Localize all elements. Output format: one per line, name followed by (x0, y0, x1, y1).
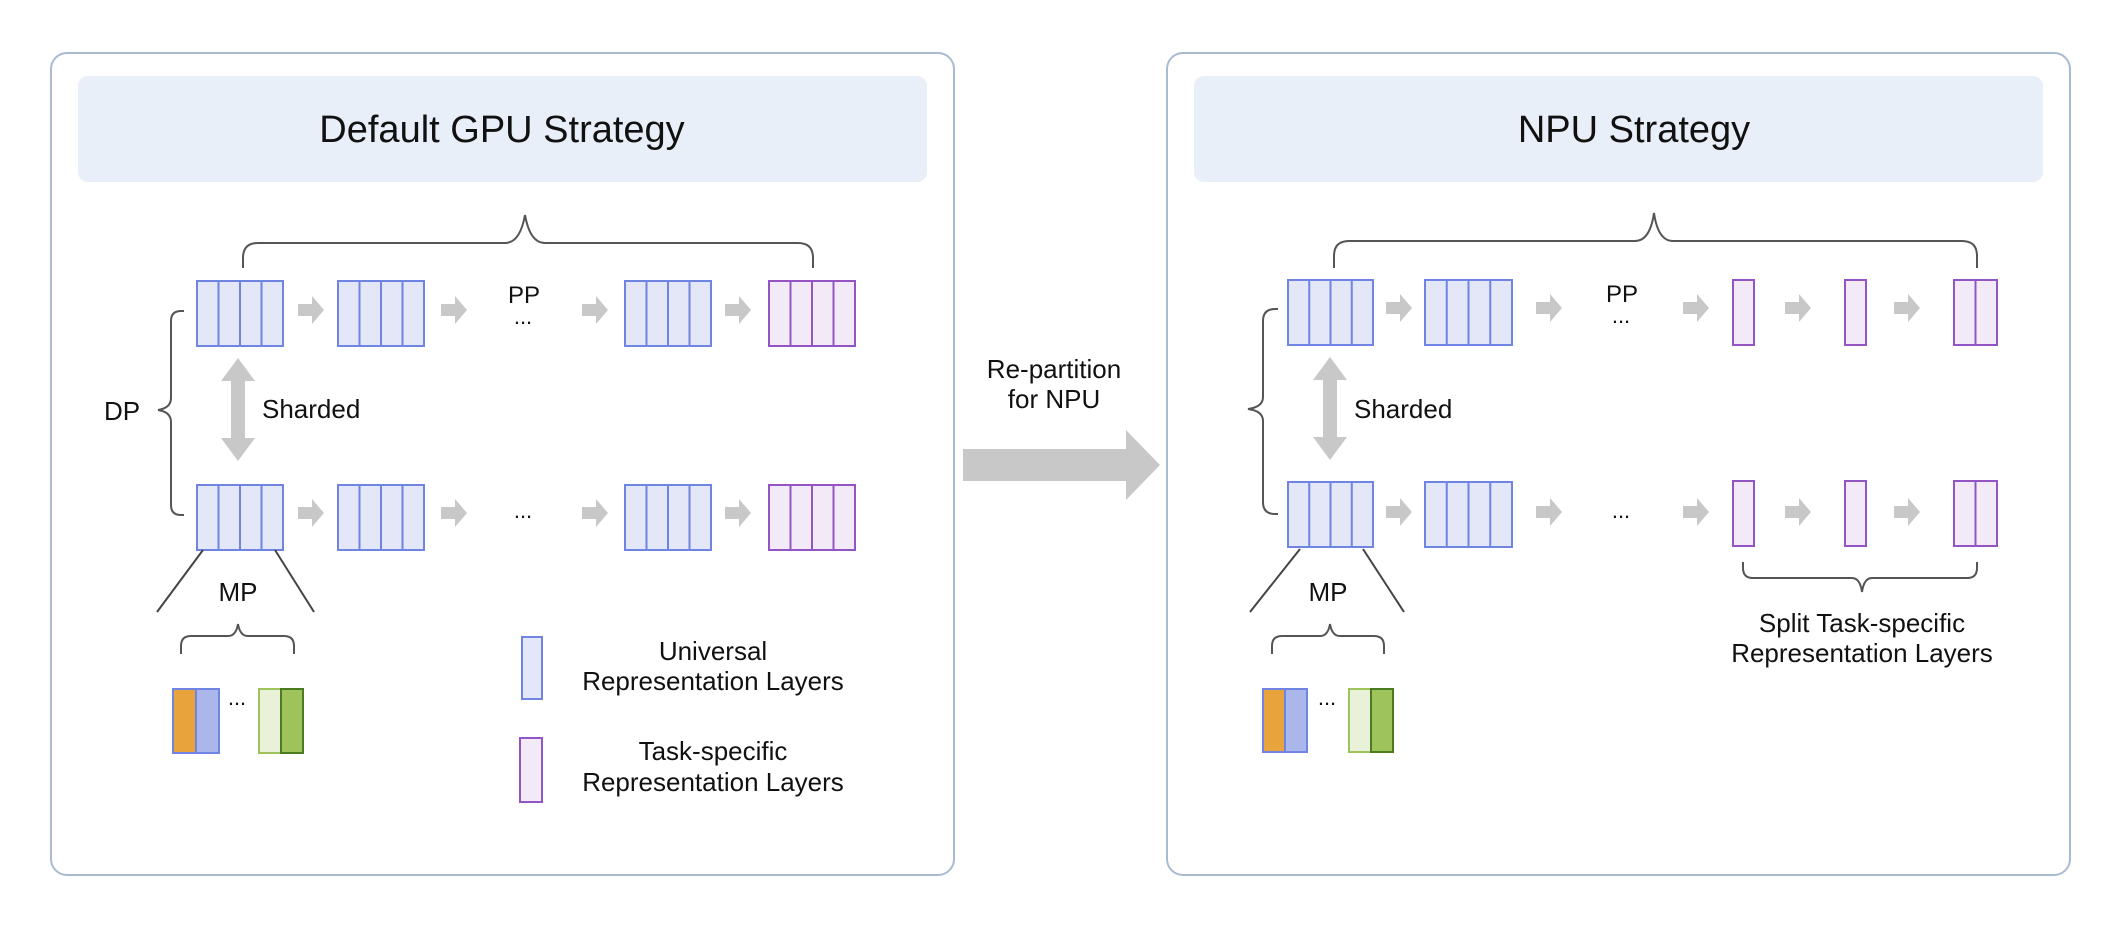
gpu-row2-task-block (768, 484, 856, 551)
npu-row2-task-split-3 (1953, 480, 1998, 547)
gpu-pp-label: PP (508, 282, 540, 309)
npu-dp-brace (1247, 308, 1278, 515)
gpu-strategy-panel: Default GPU Strategy PP ... (50, 52, 955, 876)
npu-mp-shard-green (1370, 688, 1394, 753)
npu-mp-shards: ... (1262, 685, 1394, 753)
gpu-sharded-label: Sharded (262, 394, 360, 424)
mp-shard-green (280, 688, 304, 754)
npu-row1-arrow-5 (1894, 294, 1920, 322)
npu-pp-ellipsis: ... (1612, 303, 1630, 328)
repartition-transition: Re-partition for NPU (963, 354, 1160, 500)
repartition-line1: Re-partition (987, 354, 1121, 384)
gpu-row1-block-2 (337, 280, 425, 347)
gpu-mp-ellipsis: ... (228, 685, 246, 710)
mp-shard-lightgreen (258, 688, 282, 754)
npu-row1-task-split-1 (1732, 279, 1755, 346)
npu-row1-arrow-1 (1386, 294, 1412, 322)
npu-row1-arrow-2 (1536, 294, 1562, 322)
npu-row2-arrow-4 (1785, 498, 1811, 526)
npu-row1-task-split-2 (1844, 279, 1867, 346)
gpu-row1-arrow-3 (582, 296, 608, 324)
npu-row2-arrow-5 (1894, 498, 1920, 526)
gpu-sharded-arrow (221, 358, 255, 461)
npu-row2-task-split-1 (1732, 480, 1755, 547)
npu-sharded-label: Sharded (1354, 394, 1452, 424)
npu-row2-arrow-1 (1386, 498, 1412, 526)
gpu-row2-block-2 (337, 484, 425, 551)
split-label-line1: Split Task-specific (1759, 608, 1965, 638)
gpu-panel-title: Default GPU Strategy (319, 109, 684, 151)
repartition-arrow (963, 430, 1160, 500)
gpu-mp-line-right (274, 549, 315, 613)
npu-row2-arrow-2 (1536, 498, 1562, 526)
npu-mp-label: MP (1309, 577, 1348, 607)
repartition-line2: for NPU (1008, 384, 1100, 414)
npu-mp-line-right (1362, 548, 1405, 613)
npu-row2-task-split-2 (1844, 480, 1867, 547)
gpu-row1-task-block (768, 280, 856, 347)
gpu-row2-block-3 (624, 484, 712, 551)
npu-mp-line-left (1249, 548, 1301, 613)
legend-task-swatch (519, 737, 543, 803)
legend: Universal Representation Layers Task-spe… (519, 636, 844, 803)
legend-universal-swatch (521, 636, 543, 700)
pp-brace-right (1333, 212, 1978, 268)
gpu-row1-arrow-4 (725, 296, 751, 324)
gpu-mp-brace (180, 623, 295, 654)
npu-row2-arrow-3 (1683, 498, 1709, 526)
mp-shard-blue (195, 688, 220, 754)
npu-mp-ellipsis: ... (1318, 685, 1336, 710)
gpu-mp-line-left (156, 549, 204, 613)
npu-row1-task-split-3 (1953, 279, 1998, 346)
legend-task-line1: Task-specific (639, 736, 788, 766)
gpu-row1-arrow-2 (441, 296, 467, 324)
gpu-row2-ellipsis: ... (514, 498, 532, 523)
npu-row1-arrow-4 (1785, 294, 1811, 322)
gpu-row2-arrow-1 (298, 499, 324, 527)
npu-sharded-arrow (1313, 357, 1347, 460)
split-label-line2: Representation Layers (1731, 638, 1993, 668)
gpu-row1-block-3 (624, 280, 712, 347)
npu-strategy-panel: NPU Strategy PP ... (1166, 52, 2071, 876)
npu-mp-brace (1271, 623, 1385, 654)
pp-brace-left (242, 214, 814, 268)
npu-row2-block-2 (1424, 481, 1513, 548)
npu-row1-block-1 (1287, 279, 1374, 346)
gpu-pp-ellipsis: ... (514, 304, 532, 329)
mp-shard-orange (172, 688, 197, 754)
npu-pp-label: PP (1606, 281, 1638, 308)
gpu-mp-shards: ... (172, 685, 304, 754)
gpu-mp-label: MP (219, 577, 258, 607)
dp-label: DP (104, 396, 140, 426)
npu-mp-shard-orange (1262, 688, 1286, 753)
legend-universal-line1: Universal (659, 636, 767, 666)
legend-universal-line2: Representation Layers (582, 666, 844, 696)
npu-title-box (1194, 76, 2043, 182)
gpu-title-box (78, 76, 927, 182)
npu-mp-shard-blue (1284, 688, 1308, 753)
npu-row1-arrow-3 (1683, 294, 1709, 322)
gpu-row2-arrow-4 (725, 499, 751, 527)
npu-row2-block-1 (1287, 481, 1374, 548)
legend-task-line2: Representation Layers (582, 767, 844, 797)
gpu-row2-arrow-2 (441, 499, 467, 527)
split-brace (1742, 562, 1978, 593)
gpu-row1-arrow-1 (298, 296, 324, 324)
npu-mp-shard-lightgreen (1348, 688, 1372, 753)
npu-panel-title: NPU Strategy (1518, 109, 1750, 151)
gpu-row1-block-1 (196, 280, 284, 347)
npu-panel-border (1166, 52, 2071, 876)
gpu-row2-block-1 (196, 484, 284, 551)
gpu-panel-border (50, 52, 955, 876)
npu-row1-block-2 (1424, 279, 1513, 346)
gpu-row2-arrow-3 (582, 499, 608, 527)
dp-brace (157, 310, 184, 516)
npu-row2-ellipsis: ... (1612, 498, 1630, 523)
